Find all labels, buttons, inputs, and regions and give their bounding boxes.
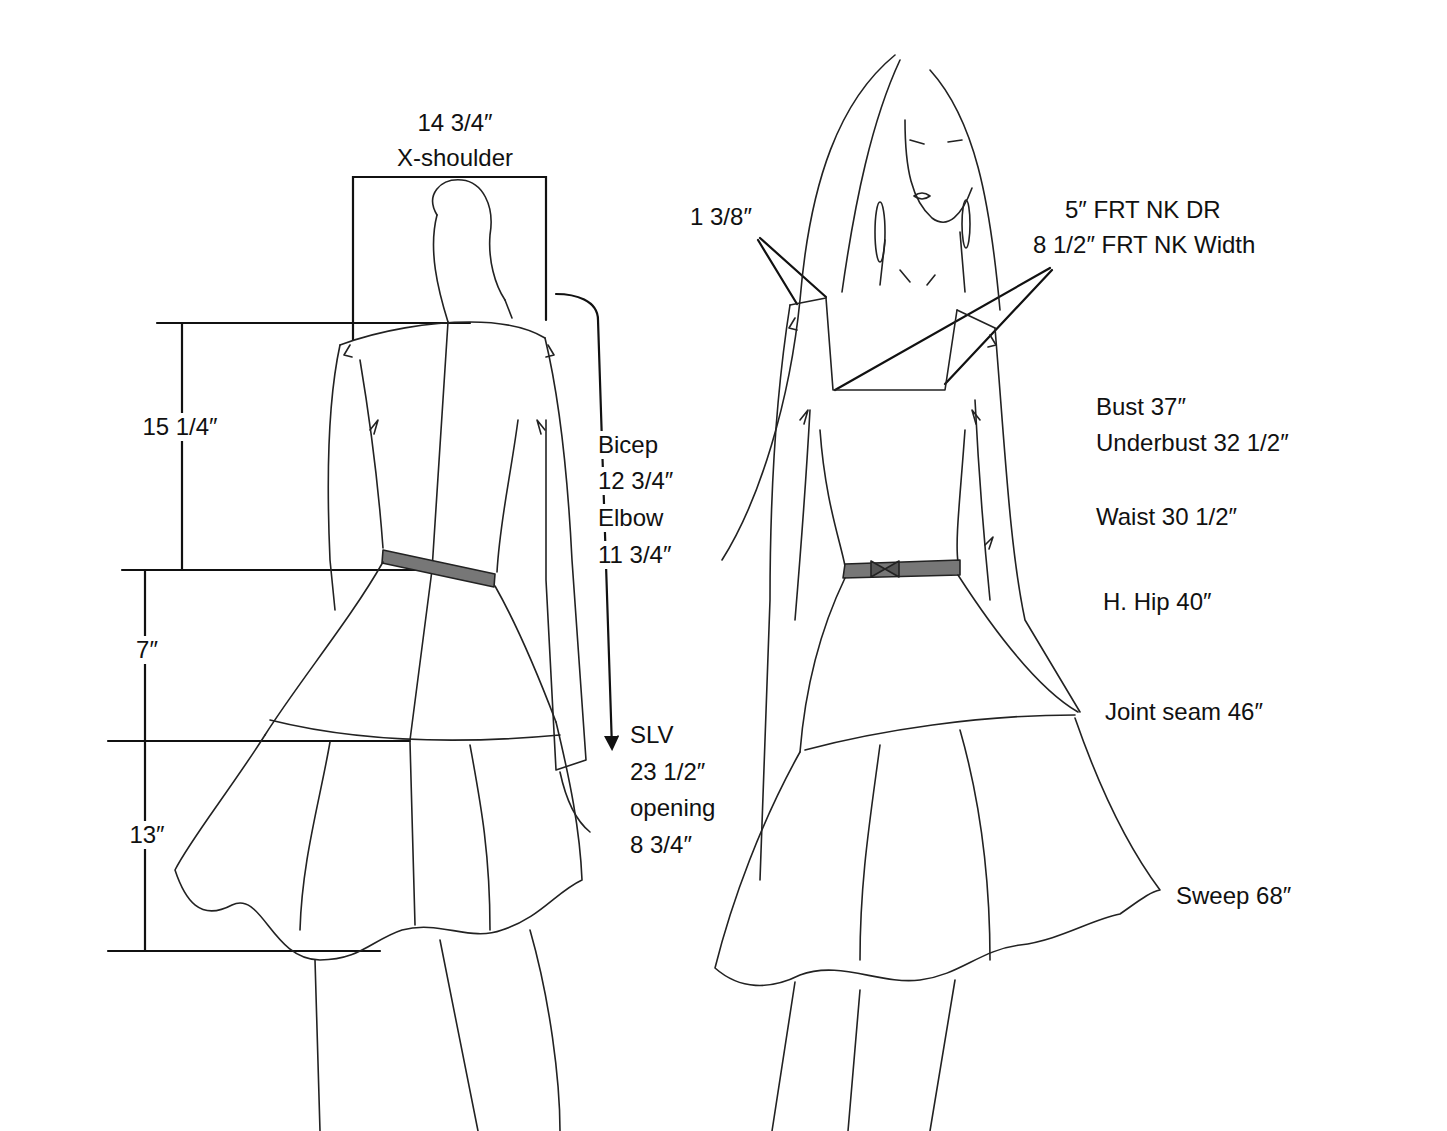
dimension-label: 5″ FRT NK DR: [1065, 196, 1221, 224]
neckline: [826, 298, 957, 390]
back-view: [175, 180, 590, 1131]
skirt: [715, 718, 1160, 985]
leg: [315, 930, 560, 1131]
dimension-label: 14 3/4″: [417, 109, 492, 137]
center-seam: [410, 322, 448, 740]
bow: [871, 561, 899, 577]
sleeve: [545, 338, 586, 770]
dimension-label: Waist 30 1/2″: [1096, 503, 1237, 531]
pleat: [344, 345, 554, 434]
hand: [560, 772, 590, 832]
dimension-label: Elbow: [596, 504, 665, 532]
measure-line: [108, 950, 380, 952]
dimension-label: 11 3/4″: [596, 541, 673, 569]
dimension-label: 1 3/8″: [690, 203, 752, 231]
sleeve: [360, 360, 383, 548]
fold: [300, 742, 490, 930]
shoulder: [340, 322, 545, 345]
dimension-label: Underbust 32 1/2″: [1096, 429, 1289, 457]
skirt: [800, 575, 1078, 752]
hair: [722, 55, 895, 560]
dimension-label: 23 1/2″: [628, 758, 707, 786]
neck: [433, 215, 512, 322]
belt: [382, 550, 495, 587]
skirt: [175, 722, 582, 960]
dimension-label: H. Hip 40″: [1103, 588, 1212, 616]
bodice: [497, 420, 518, 572]
dimension-label: opening: [628, 794, 717, 822]
dimension-label: Bicep: [596, 431, 660, 459]
sleeve: [795, 410, 810, 620]
neck: [880, 232, 965, 292]
leg: [772, 980, 955, 1131]
joint-seam: [805, 715, 1075, 750]
measure-line: [144, 570, 146, 951]
measure-line: [181, 323, 183, 570]
shoulder: [790, 298, 995, 328]
hair: [930, 70, 1000, 310]
sleeve: [328, 345, 340, 610]
dimension-label: Bust 37″: [1096, 393, 1186, 421]
dimension-label: 15 1/4″: [140, 413, 219, 441]
measure-line: [157, 322, 470, 324]
dimension-label: 8 1/2″ FRT NK Width: [1033, 231, 1255, 259]
leader-line: [835, 268, 1052, 390]
leader-line: [758, 238, 826, 304]
earring: [962, 200, 970, 248]
dimension-label: X-shoulder: [397, 144, 513, 172]
dimension-label: 13″: [127, 821, 166, 849]
measure-line: [122, 569, 430, 571]
dimension-label: Sweep 68″: [1176, 882, 1291, 910]
fold: [860, 730, 990, 960]
mouth: [914, 193, 930, 199]
eye: [910, 140, 962, 144]
measure-line: [108, 740, 410, 742]
head: [433, 180, 505, 300]
sleeve: [995, 328, 1080, 712]
belt: [843, 560, 960, 578]
dimension-label: 12 3/4″: [596, 467, 675, 495]
face: [905, 120, 972, 222]
hair: [842, 60, 900, 292]
dimension-label: SLV: [628, 721, 676, 749]
bodice: [820, 430, 965, 566]
joint-seam: [270, 720, 560, 740]
shoulder-box: [353, 177, 546, 340]
measure-lines: [108, 177, 1052, 951]
sleeve: [760, 305, 790, 880]
dimension-label: 7″: [134, 636, 160, 664]
skirt: [265, 562, 556, 735]
dimension-label: Joint seam 46″: [1105, 698, 1263, 726]
dimension-label: 8 3/4″: [628, 831, 694, 859]
sleeve: [975, 400, 990, 600]
